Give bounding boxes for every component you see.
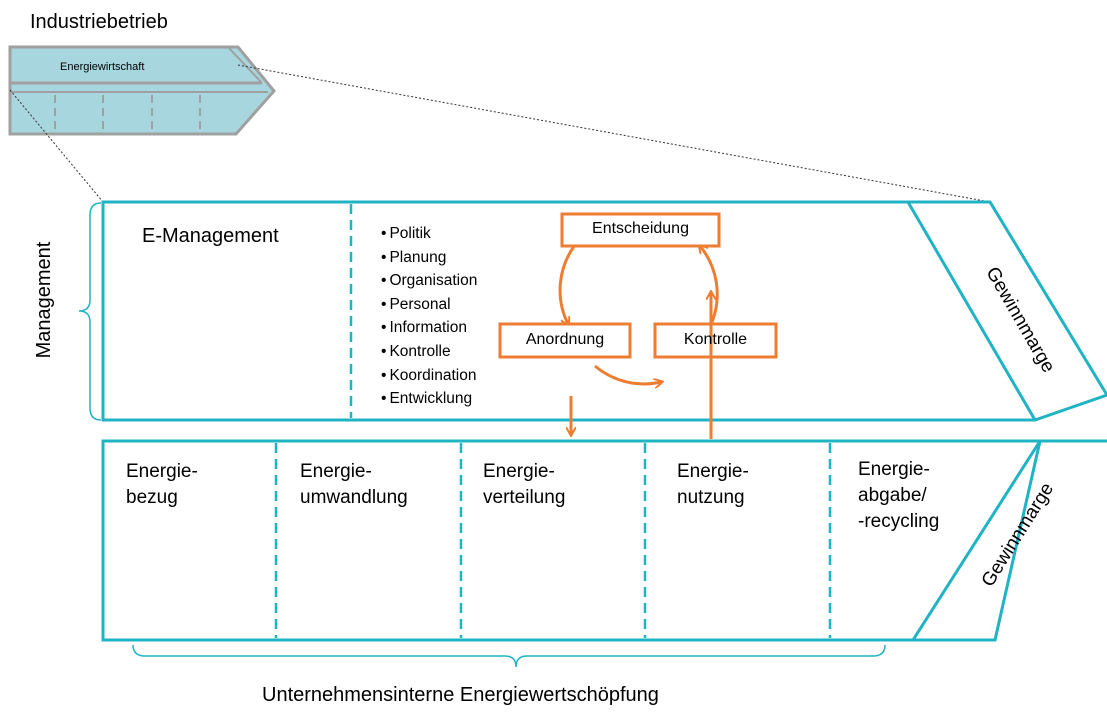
process-step-bezug: Energie- bezug (126, 459, 198, 511)
management-brace (78, 202, 102, 421)
management-bullet-list: Politik Planung Organisation Personal In… (381, 222, 477, 411)
cycle-label-kontrolle: Kontrolle (683, 331, 748, 348)
step-line: -recycling (858, 511, 940, 532)
management-divider (906, 201, 1037, 421)
list-item: Organisation (381, 269, 477, 293)
cycle-box-right (653, 322, 778, 359)
cycle-box-top (560, 212, 721, 248)
process-step-nutzung: Energie- nutzung (677, 459, 749, 511)
list-item: Personal (381, 293, 477, 317)
step-line: umwandlung (300, 487, 408, 508)
management-chevron (101, 200, 1107, 422)
process-chevron (101, 439, 1107, 642)
zoom-line-left (9, 89, 104, 203)
step-line: Energie- (483, 461, 555, 482)
step-line: Energie- (858, 459, 930, 480)
step-line: bezug (126, 487, 178, 508)
cycle-label-entscheidung: Entscheidung (592, 220, 689, 237)
management-title: E-Management (142, 225, 279, 247)
step-line: verteilung (483, 487, 566, 508)
list-item: Entwicklung (381, 387, 477, 411)
list-item: Koordination (381, 364, 477, 388)
mini-chevron-label: Energiewirtschaft (60, 61, 145, 73)
process-step-abgabe: Energie- abgabe/ -recycling (858, 457, 939, 535)
bottom-brace (132, 644, 886, 668)
step-line: nutzung (677, 487, 745, 508)
step-line: abgabe/ (858, 485, 927, 506)
step-line: Energie- (126, 461, 198, 482)
mini-industry-chevron (8, 45, 276, 136)
step-line: Energie- (300, 461, 372, 482)
cycle-label-anordnung: Anordnung (525, 331, 605, 348)
list-item: Information (381, 316, 477, 340)
cycle-box-left (498, 322, 632, 359)
step-line: Energie- (677, 461, 749, 482)
page-title: Industriebetrieb (30, 11, 168, 33)
list-item: Politik (381, 222, 477, 246)
footer-caption: Unternehmensinterne Energiewertschöpfung (262, 684, 659, 706)
list-item: Planung (381, 246, 477, 270)
zoom-line-right (237, 64, 991, 203)
control-cycle (558, 245, 719, 384)
list-item: Kontrolle (381, 340, 477, 364)
process-divider (911, 440, 1042, 641)
process-step-verteilung: Energie- verteilung (483, 459, 565, 511)
process-step-umwandlung: Energie- umwandlung (300, 459, 408, 511)
management-side-label: Management (32, 241, 55, 359)
